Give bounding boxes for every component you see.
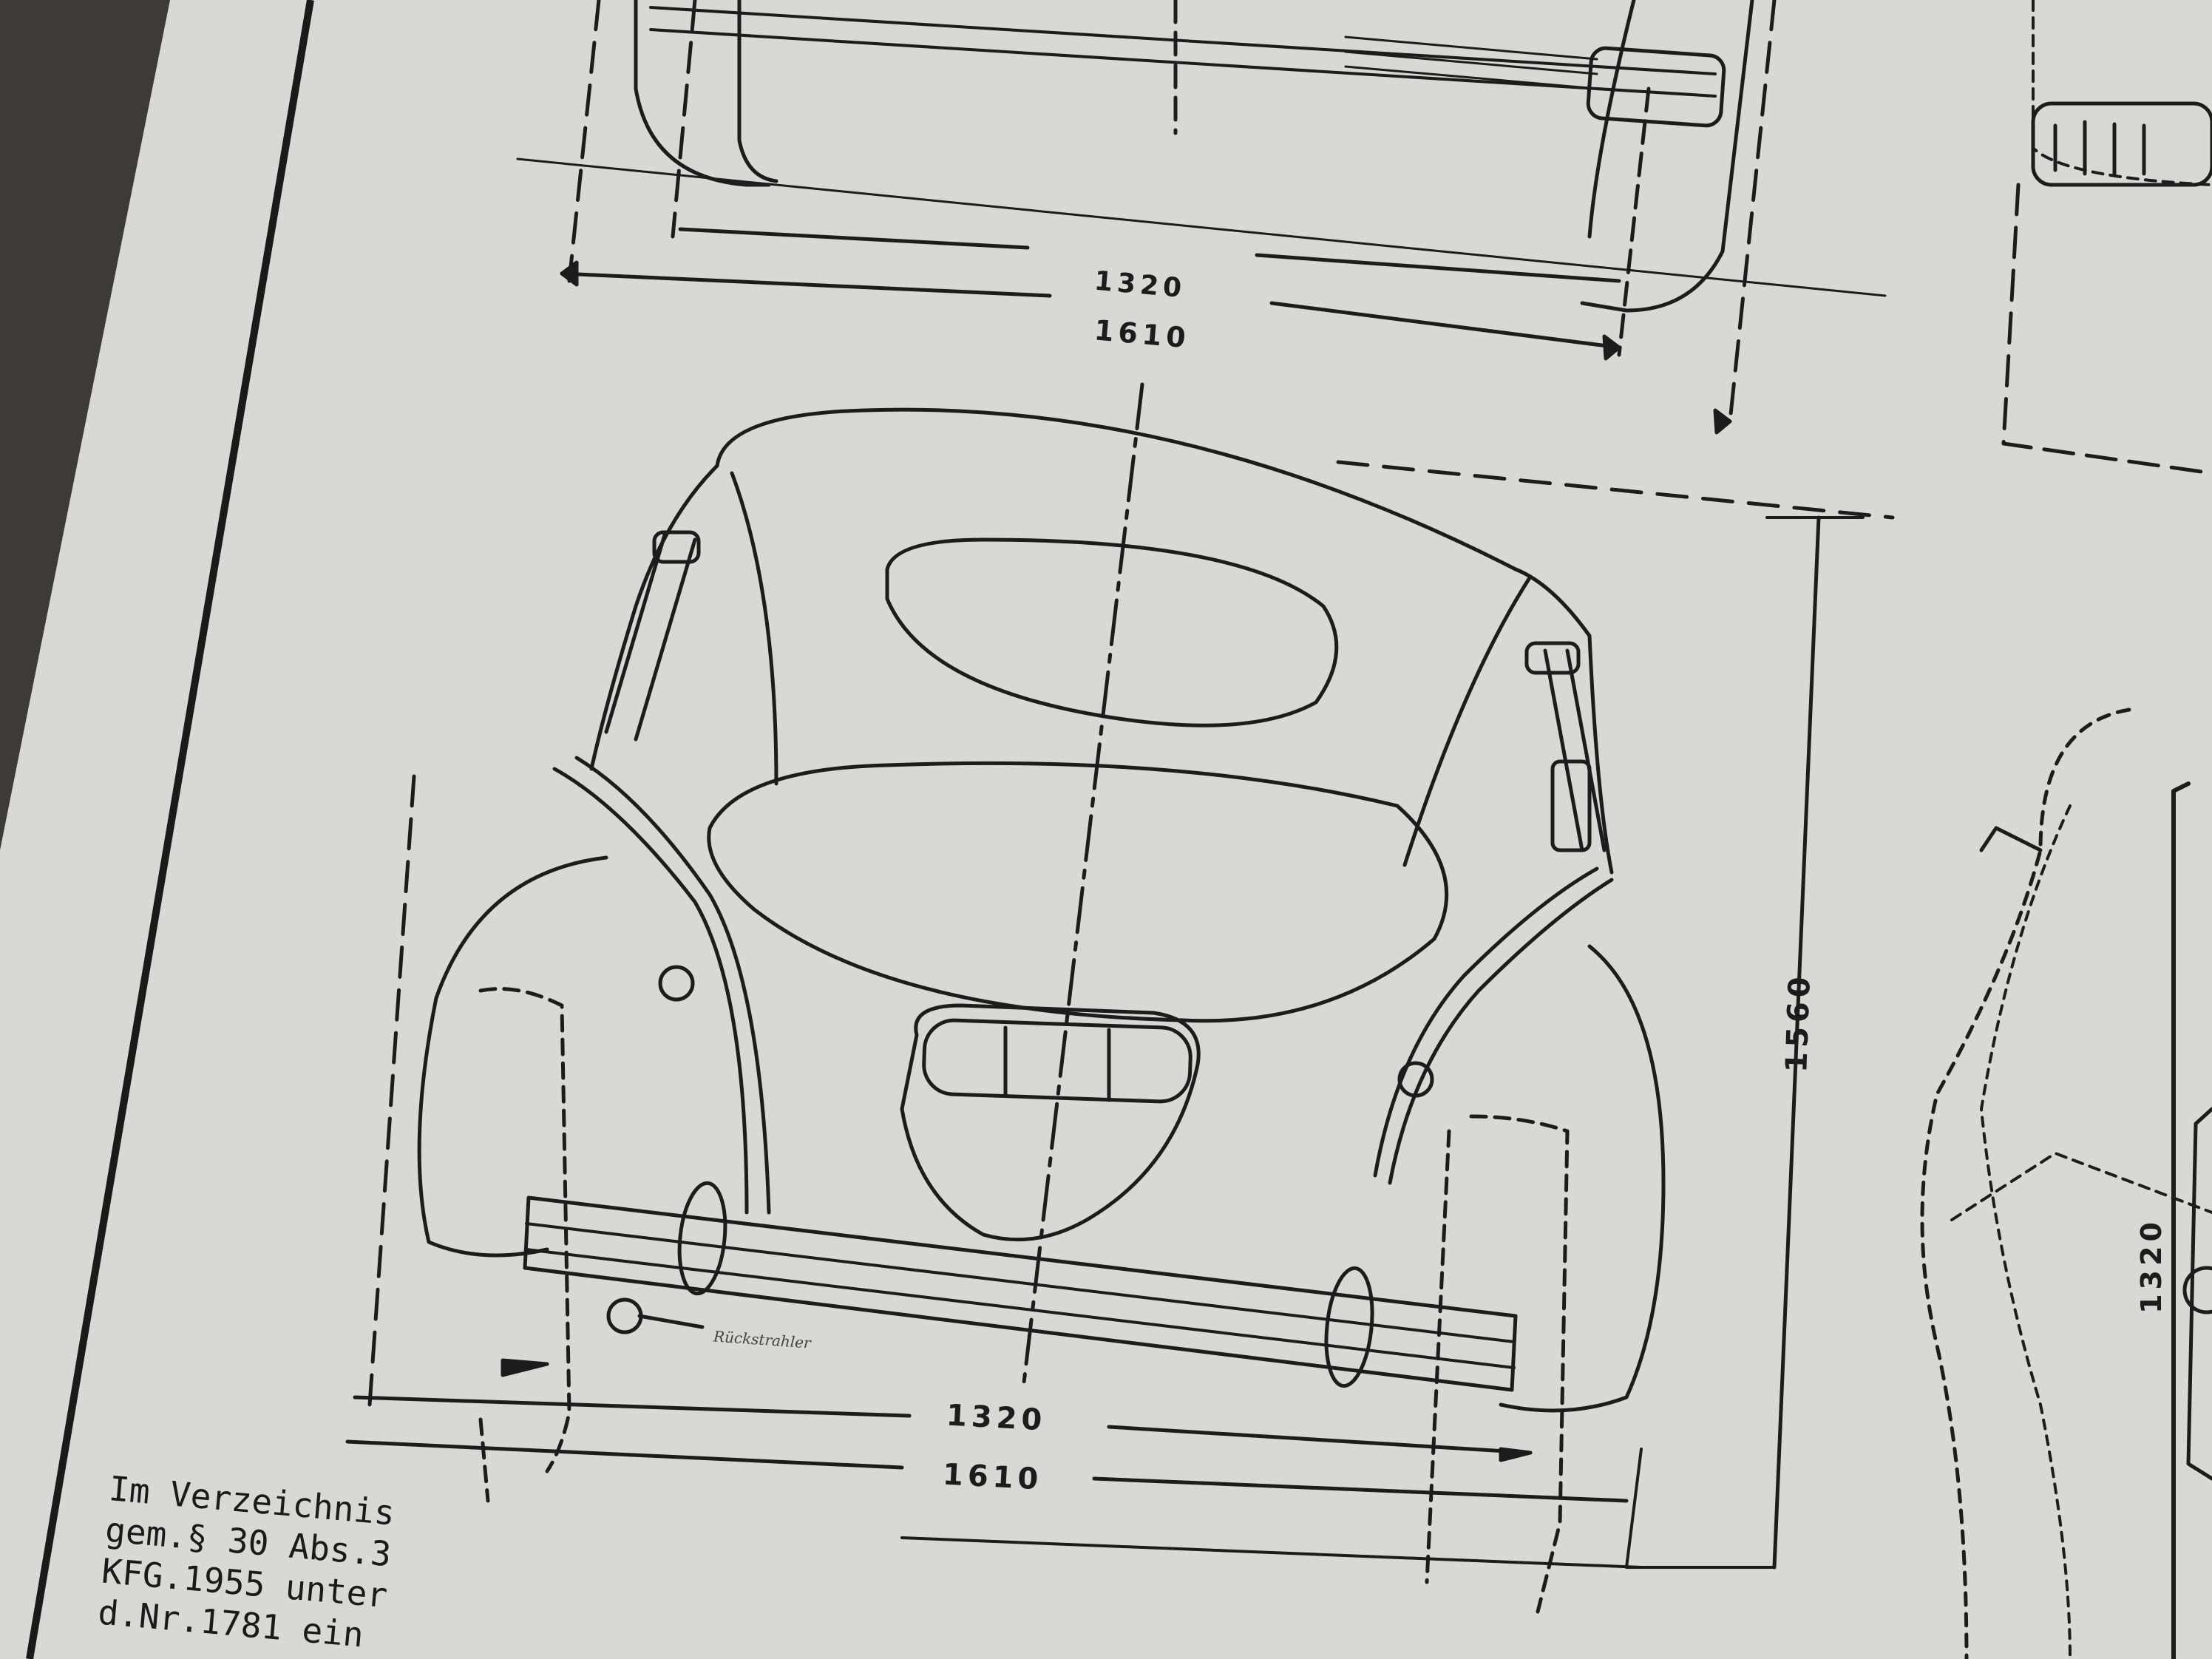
top-view-drawing: [516, 0, 1887, 435]
rear-dim-height-label: 1560: [1780, 971, 1818, 1073]
side-dim-height-label: 1320: [2134, 1218, 2168, 1314]
rear-dim-inner-label: 1320: [945, 1398, 1048, 1438]
rear-view-drawing: [345, 382, 1895, 1614]
typed-registration-note: Im Verzeichnis gem.§ 30 Abs.3 KFG.1955 u…: [96, 1468, 397, 1658]
rear-dim-outer-label: 1610: [941, 1457, 1044, 1497]
side-view-drawing: [1920, 0, 2212, 1659]
sheet-border-line: [26, 0, 314, 1659]
